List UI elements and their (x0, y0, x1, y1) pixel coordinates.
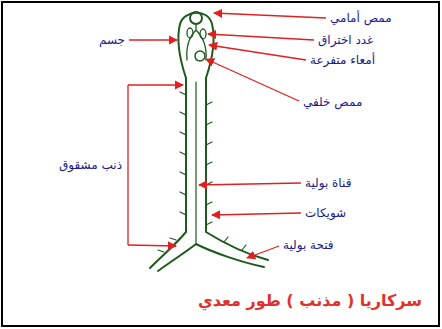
caption: سركاريا ( مذنب ) طور معدي (198, 291, 422, 311)
part-label: ممص أمامي (330, 10, 392, 26)
part-label: ذنب مشقوق (59, 157, 122, 173)
part-label: أمعاء متفرعة (310, 52, 375, 68)
part-label: غدد اختراق (318, 32, 373, 48)
part-label: جسم (99, 32, 125, 48)
part-label: ممص خلفي (303, 94, 362, 110)
part-label: شويكات (305, 205, 346, 221)
leader-lines (128, 13, 326, 258)
part-label: قناة بولية (305, 175, 351, 191)
part-label: فتحة بولية (283, 237, 334, 253)
frame (2, 2, 439, 326)
